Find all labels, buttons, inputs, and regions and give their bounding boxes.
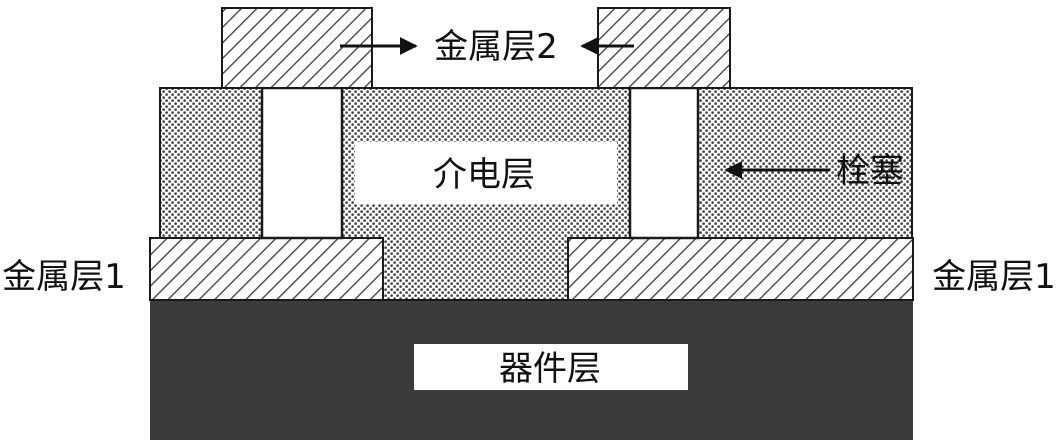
- metal-layer-1-left-label: 金属层1: [2, 257, 126, 297]
- plug-left: [260, 86, 344, 240]
- metal-layer-2-right: [597, 7, 731, 89]
- metal-layer-1-left: [149, 237, 384, 301]
- metal-layer-2-left: [221, 7, 373, 89]
- metal-layer-1-right: [567, 237, 914, 301]
- dielectric-label-box: [355, 142, 617, 204]
- plug-right: [628, 86, 700, 240]
- metal-layer-2-label: 金属层2: [434, 27, 558, 67]
- metal-layer-1-right-label: 金属层1: [932, 257, 1056, 297]
- device-layer-label: 器件层: [499, 349, 601, 389]
- device-layer-label-box: [414, 344, 688, 390]
- plug-label: 栓塞: [836, 151, 904, 191]
- dielectric-label: 介电层: [433, 155, 535, 195]
